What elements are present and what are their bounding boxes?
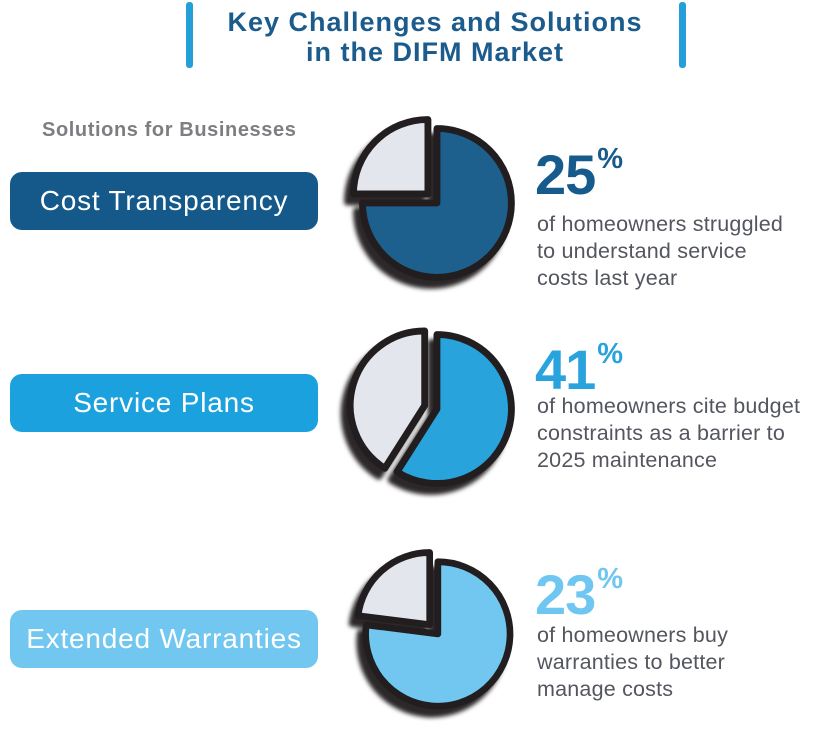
title-accent-bar-right: [679, 2, 686, 68]
label-pill-cost-transparency: Cost Transparency: [10, 172, 318, 230]
label-pill-text: Cost Transparency: [39, 185, 289, 216]
stat-percent-value: 23: [535, 563, 596, 626]
percent-sign: %: [597, 563, 624, 595]
stat-percent-value: 41: [535, 338, 596, 401]
label-pill-extended-warranties: Extended Warranties: [10, 610, 318, 668]
stat-description-1: of homeowners struggled to understand se…: [537, 212, 784, 290]
stat-description-2: of homeowners cite budget constraints as…: [537, 394, 801, 472]
pie-chart-extended-warranties: [354, 549, 514, 710]
label-pill-text: Service Plans: [73, 387, 255, 418]
pie-chart-service-plans: [346, 327, 515, 487]
page-title-line-1: Key Challenges and Solutions: [227, 7, 643, 37]
percent-sign: %: [597, 338, 624, 370]
stat-percent-1: 25 %: [535, 143, 624, 206]
stat-description-3: of homeowners buy warranties to better m…: [537, 623, 729, 701]
stat-percent-2: 41 %: [535, 338, 624, 401]
page-title-line-2: in the DIFM Market: [305, 37, 565, 67]
percent-sign: %: [597, 143, 624, 175]
section-label-solutions: Solutions for Businesses: [42, 119, 297, 141]
page-title: Key Challenges and Solutions in the DIFM…: [200, 7, 670, 67]
label-pill-service-plans: Service Plans: [10, 374, 318, 432]
pie-chart-cost-transparency: [350, 116, 515, 281]
label-pill-text: Extended Warranties: [26, 623, 302, 654]
title-accent-bar-left: [186, 2, 193, 68]
stat-percent-3: 23 %: [535, 563, 624, 626]
stat-percent-value: 25: [535, 143, 596, 206]
